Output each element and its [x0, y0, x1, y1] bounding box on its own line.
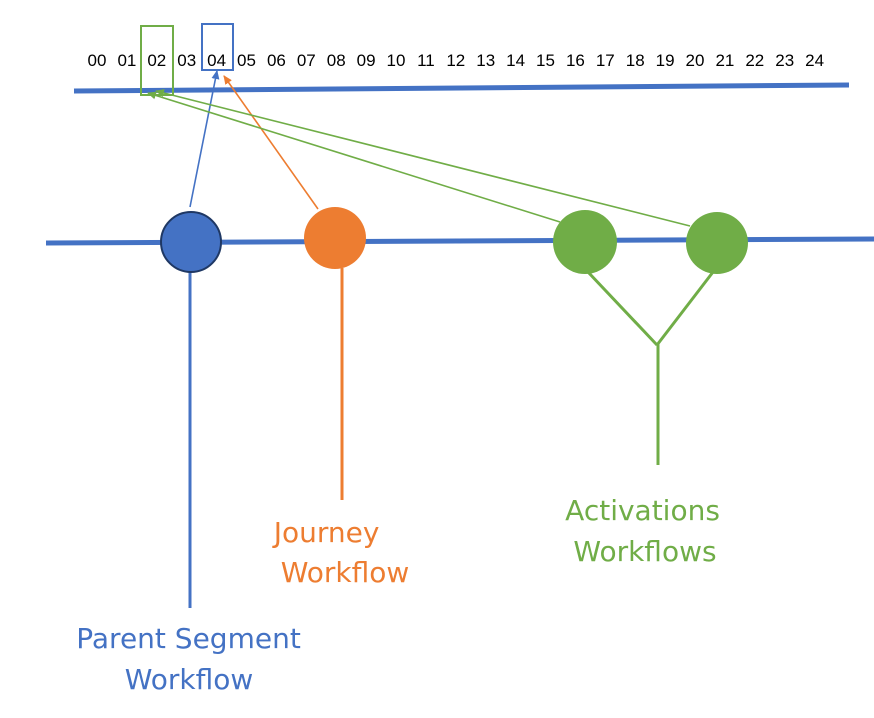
hour-label-24: 24 — [805, 51, 824, 70]
hour-label-17: 17 — [596, 51, 615, 70]
hour-04-highlight-box — [201, 23, 234, 71]
hour-timeline-axis — [73, 82, 850, 94]
activation-branch-right — [655, 271, 715, 346]
hour-labels: 00 01 02 03 04 05 06 07 08 09 10 11 12 13 14 15 16 17 18 19… — [88, 51, 825, 70]
hour-label-09: 09 — [357, 51, 376, 70]
hour-label-02: 02 — [147, 51, 166, 70]
journey-label-line1: Journey — [272, 516, 380, 549]
journey-workflow-node — [304, 207, 366, 269]
parent-segment-workflow-label: Parent Segment Workflow — [76, 622, 309, 696]
hour-label-01: 01 — [117, 51, 136, 70]
activation-workflow-node-1 — [553, 210, 617, 274]
activations-label-line2: Workflows — [573, 535, 716, 568]
hour-label-16: 16 — [566, 51, 585, 70]
hour-label-10: 10 — [387, 51, 406, 70]
hour-label-07: 07 — [297, 51, 316, 70]
hour-label-03: 03 — [177, 51, 196, 70]
journey-workflow-label: Journey Workflow — [272, 516, 410, 589]
hour-label-18: 18 — [626, 51, 645, 70]
activations-label-line1: Activations — [565, 494, 720, 527]
parent-label-line1: Parent Segment — [76, 622, 301, 655]
hour-label-14: 14 — [506, 51, 525, 70]
parent-label-line2: Workflow — [125, 663, 254, 696]
hour-label-00: 00 — [88, 51, 107, 70]
activations-workflows-label: Activations Workflows — [565, 494, 729, 568]
hour-label-21: 21 — [715, 51, 734, 70]
activation-2-to-hour-02-arrow — [155, 89, 691, 227]
hour-label-05: 05 — [237, 51, 256, 70]
journey-to-hour-04-arrow — [223, 75, 319, 210]
activation-branch-left — [586, 270, 659, 347]
hour-label-13: 13 — [476, 51, 495, 70]
hour-label-15: 15 — [536, 51, 555, 70]
hour-label-11: 11 — [417, 51, 435, 70]
hour-label-04: 04 — [207, 51, 226, 70]
hour-label-19: 19 — [656, 51, 675, 70]
hour-label-08: 08 — [327, 51, 346, 70]
hour-label-06: 06 — [267, 51, 286, 70]
activation-workflow-node-2 — [686, 212, 748, 274]
journey-label-line2: Workflow — [281, 556, 410, 589]
hour-label-12: 12 — [446, 51, 465, 70]
parent-segment-workflow-node — [160, 211, 222, 273]
hour-label-20: 20 — [686, 51, 705, 70]
activation-1-to-hour-02-arrow — [147, 91, 561, 223]
parent-to-hour-04-arrow — [189, 70, 220, 208]
hour-label-22: 22 — [745, 51, 764, 70]
hour-label-23: 23 — [775, 51, 794, 70]
